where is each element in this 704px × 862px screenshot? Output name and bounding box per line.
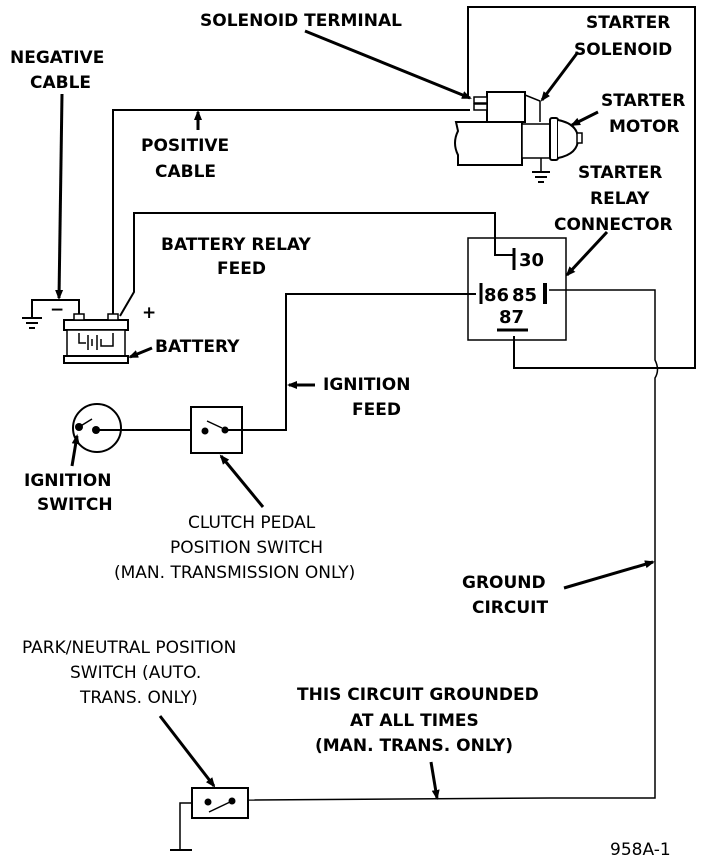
park-neutral-label-3: TRANS. ONLY) <box>79 688 198 708</box>
grounded-circuit-wire <box>247 797 551 801</box>
battery-arrow <box>128 346 153 359</box>
starter-motor-label-2: MOTOR <box>609 117 680 137</box>
starter-ground-icon <box>532 155 550 183</box>
figure-id: 958A-1 <box>610 840 671 860</box>
clutch-switch-label-3: (MAN. TRANSMISSION ONLY) <box>114 563 355 583</box>
ignition-feed-label-1: IGNITION <box>323 375 410 395</box>
starter-relay-connector-label-2: RELAY <box>590 189 650 209</box>
relay-pin-85: 85 <box>512 285 537 306</box>
park-neutral-ground-icon <box>170 802 192 851</box>
relay85-ground-circuit-wire <box>549 289 659 799</box>
starter-motor-label-1: STARTER <box>601 91 685 111</box>
park-neutral-switch-icon <box>191 787 249 819</box>
positive-cable-wire <box>112 109 470 318</box>
battery-label: BATTERY <box>155 337 240 357</box>
grounded-note-label-3: (MAN. TRANS. ONLY) <box>315 736 513 756</box>
battery-icon <box>63 313 129 364</box>
battery-relay-feed-wire <box>119 212 513 317</box>
starter-motor-icon <box>454 91 583 166</box>
clutch-switch-label-1: CLUTCH PEDAL <box>188 513 316 533</box>
starter-solenoid-arrow <box>540 51 580 102</box>
solenoid-terminal-arrow <box>304 29 472 100</box>
negative-cable-arrow <box>55 93 64 300</box>
ignition-switch-arrow <box>70 434 80 467</box>
starter-motor-arrow <box>570 110 599 127</box>
park-neutral-label-2: SWITCH (AUTO. <box>70 663 201 683</box>
relay-pin-30: 30 <box>519 250 544 271</box>
clutch-pedal-switch-icon <box>190 406 243 454</box>
grounded-note-arrow <box>429 761 440 800</box>
relay-pin-86: 86 <box>484 285 509 306</box>
starter-solenoid-label-2: SOLENOID <box>574 40 672 60</box>
starter-solenoid-label-1: STARTER <box>586 13 670 33</box>
starter-relay-icon <box>467 237 567 341</box>
battery-relay-feed-label-1: BATTERY RELAY <box>161 235 311 255</box>
starter-relay-connector-label-3: CONNECTOR <box>554 215 673 235</box>
negative-cable-label-2: CABLE <box>30 73 91 93</box>
grounded-note-label-1: THIS CIRCUIT GROUNDED <box>297 685 539 705</box>
ground-circuit-label-2: CIRCUIT <box>472 598 548 618</box>
ignition-feed-wire <box>242 293 476 431</box>
starter-relay-connector-label-1: STARTER <box>578 163 662 183</box>
starter-relay-connector-arrow <box>565 230 609 277</box>
battery-minus-label: − <box>50 300 64 320</box>
park-neutral-arrow <box>158 715 216 788</box>
ignition-feed-label-2: FEED <box>352 400 401 420</box>
battery-plus-label: + <box>142 303 156 323</box>
solenoid-terminal-label: SOLENOID TERMINAL <box>200 11 402 31</box>
ignition-switch-label-1: IGNITION <box>24 471 111 491</box>
park-neutral-label-1: PARK/NEUTRAL POSITION <box>22 638 236 658</box>
clutch-switch-label-2: POSITION SWITCH <box>170 538 323 558</box>
grounded-note-label-2: AT ALL TIMES <box>350 711 479 731</box>
solenoid-to-relay87-wire <box>467 6 696 369</box>
battery-ground-icon <box>22 317 42 329</box>
ground-circuit-arrow <box>563 560 655 590</box>
ground-circuit-label-1: GROUND <box>462 573 546 593</box>
clutch-switch-arrow <box>219 454 265 508</box>
negative-ground-wire <box>31 299 80 318</box>
negative-cable-label-1: NEGATIVE <box>10 48 104 68</box>
battery-relay-feed-label-2: FEED <box>217 259 266 279</box>
relay-pin-87: 87 <box>499 307 524 328</box>
ignition-switch-label-2: SWITCH <box>37 495 113 515</box>
positive-cable-label-2: CABLE <box>155 162 216 182</box>
positive-cable-label-1: POSITIVE <box>141 136 229 156</box>
ignition-switch-icon <box>72 403 122 453</box>
